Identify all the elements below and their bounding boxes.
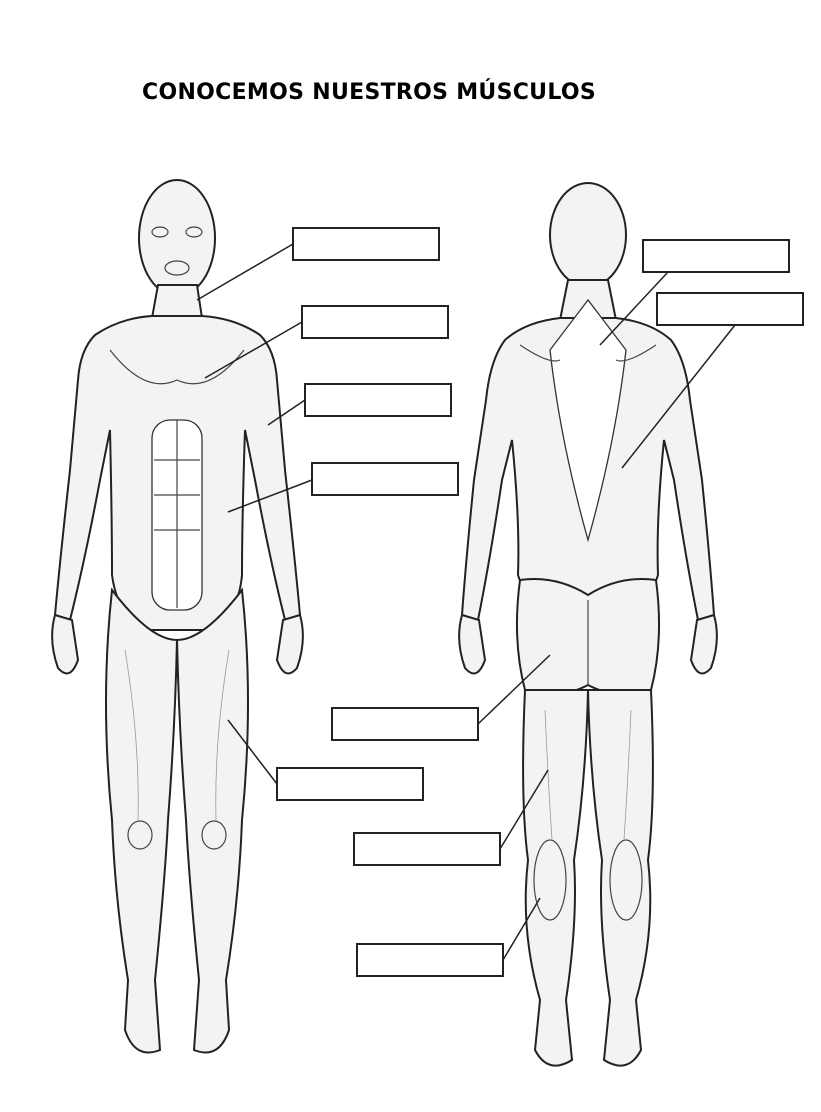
leader-back-calf xyxy=(502,897,541,961)
front-neck xyxy=(150,284,204,319)
leader-front-chest xyxy=(204,321,303,379)
back-hand-left xyxy=(458,613,487,675)
label-box-back-calf[interactable] xyxy=(356,943,504,977)
back-scapula-line xyxy=(519,344,561,362)
label-box-front-chest[interactable] xyxy=(301,305,449,339)
leader-front-arm xyxy=(267,399,306,426)
front-knee-left xyxy=(127,820,153,850)
back-scapula-line xyxy=(615,344,657,362)
back-calf-right xyxy=(609,839,643,921)
back-calf-left xyxy=(533,839,567,921)
label-box-front-neck[interactable] xyxy=(292,227,440,261)
label-box-front-thigh[interactable] xyxy=(276,767,424,801)
front-eye-right xyxy=(185,226,203,238)
leader-back-neck xyxy=(599,271,669,346)
front-mouth xyxy=(164,260,190,276)
page-title: CONOCEMOS NUESTROS MÚSCULOS xyxy=(142,80,597,105)
label-box-back-upper-back[interactable] xyxy=(656,292,804,326)
front-thigh-fibers xyxy=(124,649,139,821)
leader-back-upper-back xyxy=(621,324,736,469)
front-eye-left xyxy=(151,226,169,238)
label-box-front-abdomen[interactable] xyxy=(311,462,459,496)
back-leg-left xyxy=(522,689,590,1067)
label-box-front-arm[interactable] xyxy=(304,383,452,417)
back-hamstring-fibers xyxy=(623,709,632,841)
front-body-figure xyxy=(51,179,304,1054)
label-box-back-thigh[interactable] xyxy=(353,832,501,866)
front-hand-right xyxy=(275,613,304,675)
leader-back-gluteus xyxy=(477,654,551,725)
front-head xyxy=(138,179,216,297)
back-leg-right xyxy=(586,689,654,1067)
leader-front-abdomen xyxy=(227,479,313,513)
label-box-back-neck[interactable] xyxy=(642,239,790,273)
back-thoracolumbar-fascia xyxy=(549,298,627,543)
back-hand-right xyxy=(689,613,718,675)
front-knee-right xyxy=(201,820,227,850)
leader-front-neck xyxy=(196,243,294,301)
label-box-back-gluteus[interactable] xyxy=(331,707,479,741)
leader-back-thigh xyxy=(499,769,549,850)
front-pectoral-line xyxy=(109,349,245,385)
leader-front-thigh xyxy=(227,719,278,785)
back-head xyxy=(549,182,627,288)
back-hamstring-fibers xyxy=(544,709,553,841)
front-hand-left xyxy=(51,613,80,675)
back-body-figure xyxy=(458,182,718,1067)
front-thigh-fibers xyxy=(215,649,230,821)
